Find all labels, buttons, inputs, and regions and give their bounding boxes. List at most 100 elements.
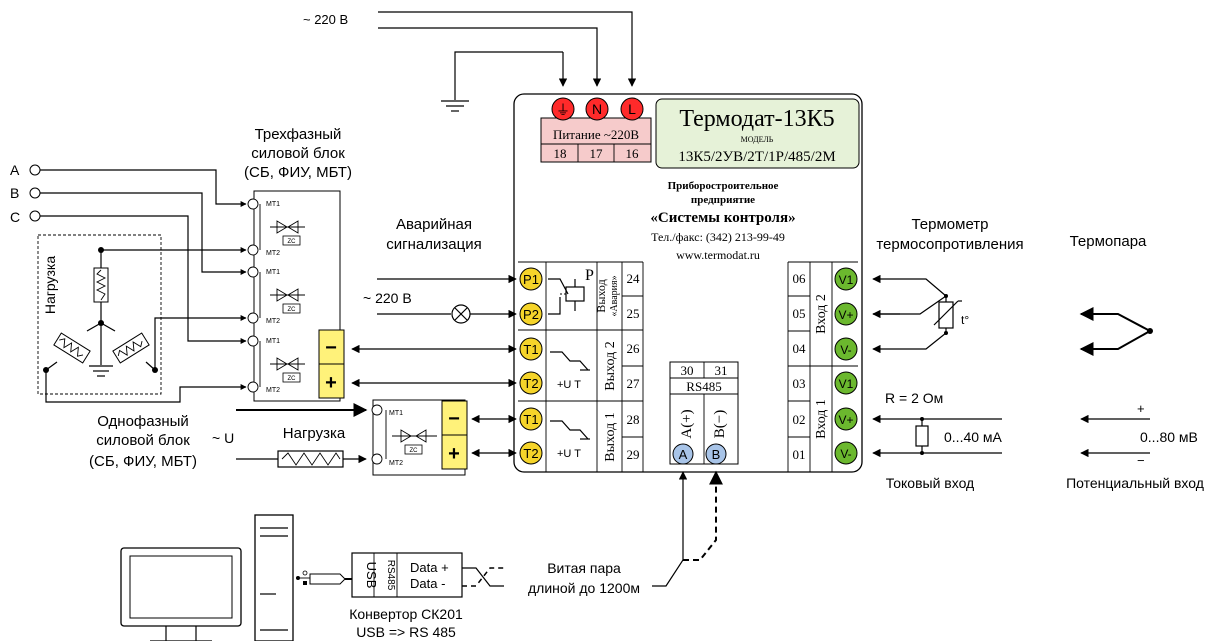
rs485-num-31: 31 <box>715 363 728 378</box>
three-phase-title-1: Трехфазный <box>255 126 342 143</box>
usb-icon <box>296 570 312 585</box>
device-model-label: МОДЕЛЬ <box>741 135 774 144</box>
term-num-29: 29 <box>627 447 640 462</box>
svg-text:L: L <box>628 101 636 117</box>
polarity-block-1: − + <box>318 329 345 399</box>
terminal-p1[interactable]: P1 <box>519 267 543 291</box>
term-num-28: 28 <box>627 412 640 427</box>
thyristor-module-2: MT1 MT2 ZC <box>259 269 305 325</box>
terminal-vplus-in2[interactable]: V+ <box>834 302 858 326</box>
svg-text:T2: T2 <box>523 446 538 461</box>
svg-text:MT2: MT2 <box>389 460 403 467</box>
alarm-supply-label: ~ 220 В <box>363 290 412 306</box>
ground-symbol <box>441 100 469 112</box>
out1-label: Выход 1 <box>603 412 618 461</box>
terminal-vplus-in1[interactable]: V+ <box>834 407 858 431</box>
terminal-p2[interactable]: P2 <box>519 302 543 326</box>
phase-b-label: B <box>10 185 19 201</box>
term-num-02: 02 <box>793 412 806 427</box>
single-phase-load-label: Нагрузка <box>283 425 346 442</box>
converter-data-minus: Data - <box>410 576 445 591</box>
svg-text:ZC: ZC <box>288 307 297 313</box>
svg-text:ZC: ZC <box>288 376 297 382</box>
terminal-v1-in1[interactable]: V1 <box>834 371 858 395</box>
twisted-pair-label-1: Витая пара <box>547 560 621 576</box>
phase-b-terminal[interactable] <box>29 187 41 199</box>
converter-name-2: USB => RS 485 <box>356 624 456 640</box>
svg-text:V-: V- <box>840 343 851 357</box>
single-phase-supply: ~ U <box>212 430 234 446</box>
thyristor-module-1: MT1 MT2 ZC <box>259 201 305 257</box>
svg-text:MT1: MT1 <box>389 410 403 417</box>
svg-text:P: P <box>585 267 594 284</box>
voltage-minus: − <box>1137 453 1145 468</box>
svg-text:T2: T2 <box>523 376 538 391</box>
device-title-box: Термодат-13К5 МОДЕЛЬ 13К5/2УВ/2Т/1Р/485/… <box>655 98 860 169</box>
terminal-n[interactable]: N <box>585 97 609 121</box>
terminal-t2-out2[interactable]: T2 <box>519 371 543 395</box>
svg-text:V1: V1 <box>839 273 854 287</box>
svg-text:P1: P1 <box>523 272 539 287</box>
maker-line-3: «Системы контроля» <box>650 210 795 226</box>
rs485-a-plus: A(+) <box>679 409 695 438</box>
in1-label: Вход 1 <box>814 399 829 439</box>
load-ground-symbol <box>89 365 113 377</box>
maker-line-1: Приборостроительное <box>668 180 779 192</box>
three-phase-screws <box>247 198 259 393</box>
svg-text:B: B <box>712 447 721 462</box>
terminal-a[interactable]: A <box>672 443 694 465</box>
term-num-27: 27 <box>627 376 641 391</box>
tc-title: Термопара <box>1070 233 1147 250</box>
terminal-t1-out1[interactable]: T1 <box>519 407 543 431</box>
terminal-l[interactable]: L <box>620 97 644 121</box>
voltage-input <box>1080 414 1150 458</box>
device-name: Термодат-13К5 <box>679 106 834 132</box>
rs485-b-minus: B(−) <box>712 410 728 438</box>
converter-name-1: Конвертор СК201 <box>349 606 463 622</box>
power-panel-title: Питание ~220В <box>553 127 639 142</box>
terminal-vminus-in1[interactable]: V- <box>834 441 858 465</box>
svg-text:ZC: ZC <box>288 239 297 245</box>
phase-a-terminal[interactable] <box>29 164 41 176</box>
single-phase-title-2: силовой блок <box>96 432 190 449</box>
alarm-lamp-icon <box>451 304 471 324</box>
maker-phone: Тел./факс: (342) 213-99-49 <box>651 230 785 244</box>
computer-icon <box>120 514 294 641</box>
converter-usb-label: USB <box>364 562 379 589</box>
terminal-ground[interactable]: ⏚ <box>551 97 575 121</box>
power-num-18: 18 <box>554 146 567 161</box>
load-resistor-right <box>100 322 156 371</box>
phase-c-terminal[interactable] <box>29 210 41 222</box>
twisted-pair-wires <box>462 567 504 587</box>
thermocouple-sensor <box>1079 307 1153 356</box>
svg-text:MT1: MT1 <box>266 269 280 276</box>
svg-text:+: + <box>325 372 337 394</box>
single-phase-thyristor: MT1 MT2 ZC <box>385 410 437 467</box>
left-terminal-panel <box>518 261 644 472</box>
single-phase-load-resistor <box>277 450 344 468</box>
power-num-16: 16 <box>626 146 640 161</box>
terminal-t2-out1[interactable]: T2 <box>519 441 543 465</box>
terminal-b[interactable]: B <box>705 443 727 465</box>
term-num-25: 25 <box>627 306 640 321</box>
alarm-title-2: сигнализация <box>386 236 481 253</box>
transistor-symbol-2: +U T <box>550 420 590 460</box>
svg-text:MT2: MT2 <box>266 318 280 325</box>
term-num-26: 26 <box>627 341 641 356</box>
svg-text:T1: T1 <box>523 412 538 427</box>
rtd-title-2: термосопротивления <box>876 236 1023 253</box>
svg-text:MT2: MT2 <box>266 387 280 394</box>
polarity-block-2: − + <box>441 400 468 470</box>
single-phase-screw-mt2 <box>371 453 383 465</box>
three-phase-title-3: (СБ, ФИУ, МБТ) <box>244 164 352 181</box>
current-range: 0...40 мА <box>944 429 1003 445</box>
alarm-title-1: Аварийная <box>396 216 472 233</box>
thyristor-module-3: MT1 MT2 ZC <box>259 338 305 394</box>
term-num-01: 01 <box>793 447 806 462</box>
terminal-vminus-in2[interactable]: V- <box>834 337 858 361</box>
terminal-t1-out2[interactable]: T1 <box>519 337 543 361</box>
current-input <box>872 414 1002 458</box>
terminal-v1-in2[interactable]: V1 <box>834 267 858 291</box>
svg-text:T1: T1 <box>523 342 538 357</box>
load-resistor-top <box>93 250 109 323</box>
